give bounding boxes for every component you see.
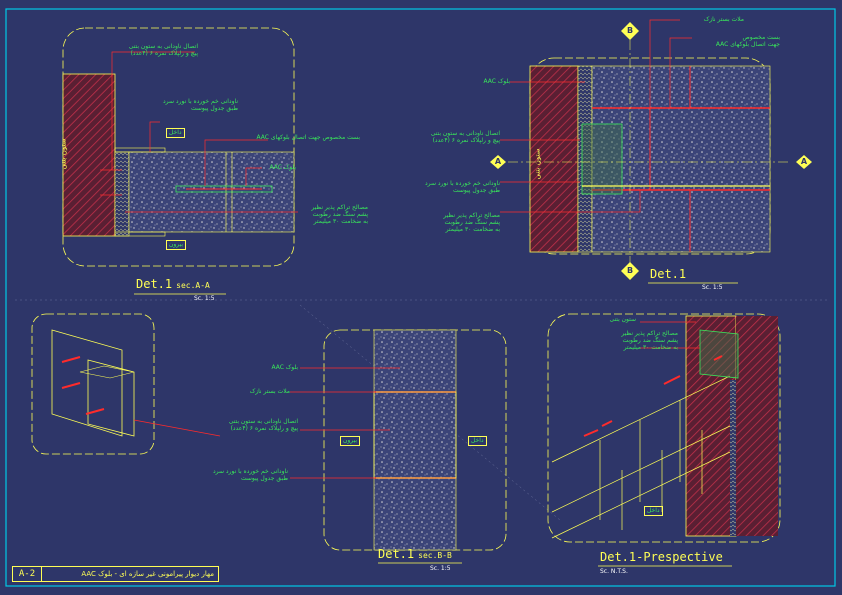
sheet-title-block: A-2 مهار دیوار پیرامونی غیر سازه ای - بل… <box>12 566 219 582</box>
detail-1-section-aa <box>62 27 298 267</box>
sheet-title: مهار دیوار پیرامونی غیر سازه ای - بلوک A… <box>81 570 214 578</box>
d3-inside-tag: داخل <box>468 436 487 446</box>
d4-scale: Sc. N.T.S. <box>600 568 628 575</box>
d4-inside-tag: داخل <box>644 506 663 516</box>
d2-block-label: بلوک AAC <box>483 78 510 85</box>
d3-block-label: بلوک AAC <box>271 364 298 371</box>
d1-tie-label: بست مخصوص جهت اتصال بلوکهای AAC <box>256 134 360 141</box>
d3-channel-label: ناودانی خم خورده با نورد سرد طبق جدول پی… <box>212 468 288 482</box>
sheet-border <box>5 8 836 587</box>
d2-anchor-label: اتصال ناودانی به ستون بتنی پیچ و رلپلاک … <box>430 130 500 144</box>
d2-section-mark-a-left: A <box>494 157 502 166</box>
d1-channel-label: ناودانی خم خورده با نورد سرد طبق جدول پی… <box>162 98 238 112</box>
d1-scale: Sc. 1:5 <box>194 295 215 302</box>
d2-scale: Sc. 1:5 <box>702 284 723 291</box>
d1-concrete-column-label: ستون بتنی <box>59 138 68 170</box>
d2-section-mark-a-right: A <box>800 157 808 166</box>
d1-outside-tag: بیرون <box>166 240 187 250</box>
detail-perspective <box>547 313 781 543</box>
sheet-number: A-2 <box>13 567 42 581</box>
d1-inside-tag: داخل <box>166 128 185 138</box>
d4-title: Det.1-Prespective <box>600 550 723 564</box>
d1-block-label: بلوک AAC <box>269 164 296 171</box>
d2-mortar-label: ملات بستر نازک <box>703 16 744 23</box>
d2-section-mark-b-top: B <box>626 26 634 35</box>
d3-outside-tag: بیرون <box>340 436 361 446</box>
d1-anchor-label: اتصال ناودانی به ستون بتنی پیچ و رلپلاک … <box>128 43 198 57</box>
d2-section-mark-b-bottom: B <box>626 266 634 275</box>
d2-title: Det.1 <box>650 267 687 281</box>
detail-2-plan <box>490 19 812 280</box>
d2-filler-label: مصالح تراکم پذیر نظیر پشم سنگ ضد رطوبت ب… <box>443 212 500 233</box>
d3-anchor-label: اتصال ناودانی به ستون بتنی پیچ و رلپلاک … <box>228 418 298 432</box>
d4-filler-label: مصالح تراکم پذیر نظیر پشم سنگ ضد رطوبت ب… <box>621 330 678 351</box>
detail-3-section-bb <box>290 329 507 551</box>
d1-filler-label: مصالح تراکم پذیر نظیر پشم سنگ ضد رطوبت ب… <box>311 204 368 225</box>
d4-concrete-column-label: ستون بتنی <box>609 316 636 323</box>
d3-scale: Sc. 1:5 <box>430 565 451 572</box>
d2-tie-label: بست مخصوص جهت اتصال بلوکهای AAC <box>715 34 780 48</box>
d3-mortar-label: ملات بستر نازک <box>249 388 290 395</box>
d2-channel-label: ناودانی خم خورده با نورد سرد طبق جدول پی… <box>424 180 500 194</box>
d2-concrete-column-label: ستون بتنی <box>533 148 542 180</box>
detail-isometric-bracket <box>31 313 221 455</box>
